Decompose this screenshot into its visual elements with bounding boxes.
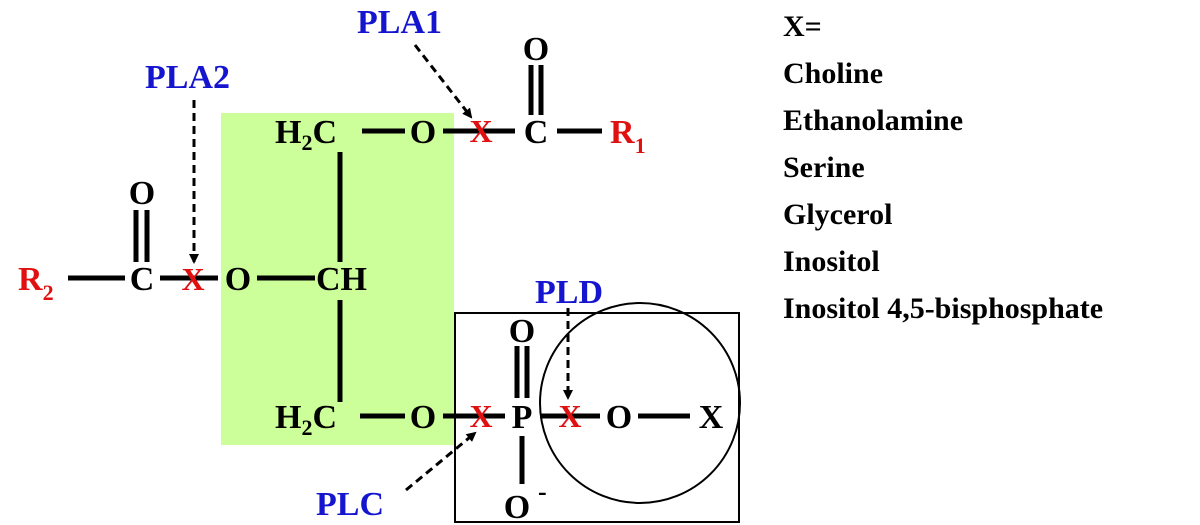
plc-arrow xyxy=(405,431,477,492)
r2-group: R2 xyxy=(18,261,54,305)
h2c-top: H2C xyxy=(275,114,337,155)
head-group-oxygen: O xyxy=(606,399,632,436)
carbonyl-oxygen-1: O xyxy=(523,31,549,68)
carbonyl-carbon-2: C xyxy=(130,261,155,298)
ch-carbon: CH xyxy=(316,261,367,298)
head-group-circle xyxy=(539,302,741,504)
legend-item: Ethanolamine xyxy=(783,104,963,137)
pla1-label: PLA1 xyxy=(357,4,442,41)
phosphoryl-oxygen: O xyxy=(509,313,535,350)
legend-item: Inositol 4,5-bisphosphate xyxy=(783,292,1103,325)
plc-label: PLC xyxy=(316,486,384,523)
legend-item: Choline xyxy=(783,57,883,90)
legend-item: Serine xyxy=(783,151,865,184)
phosphate-oxygen-minus: O xyxy=(504,489,530,525)
r1-group: R1 xyxy=(610,114,646,158)
pld-label: PLD xyxy=(535,274,603,311)
pla1-arrow xyxy=(413,44,473,119)
ester-oxygen-2: O xyxy=(225,261,251,298)
carbonyl-carbon-1: C xyxy=(524,114,549,151)
ester-oxygen-1: O xyxy=(410,114,436,151)
pla1-cleavage-mark: X xyxy=(469,113,492,149)
pld-cleavage-mark: X xyxy=(558,398,581,434)
legend-item: Inositol xyxy=(783,245,880,278)
phosphoester-oxygen: O xyxy=(410,399,436,436)
pla2-label: PLA2 xyxy=(145,59,230,96)
head-group-x: X xyxy=(699,399,724,436)
pla2-cleavage-mark: X xyxy=(181,261,204,297)
legend-header: X= xyxy=(783,10,822,43)
legend-item: Glycerol xyxy=(783,198,892,231)
phosphorus-atom: P xyxy=(512,399,533,436)
negative-charge: - xyxy=(538,477,547,506)
h2c-bottom: H2C xyxy=(275,399,337,440)
plc-cleavage-mark: X xyxy=(469,398,492,434)
carbonyl-oxygen-2: O xyxy=(129,175,155,212)
